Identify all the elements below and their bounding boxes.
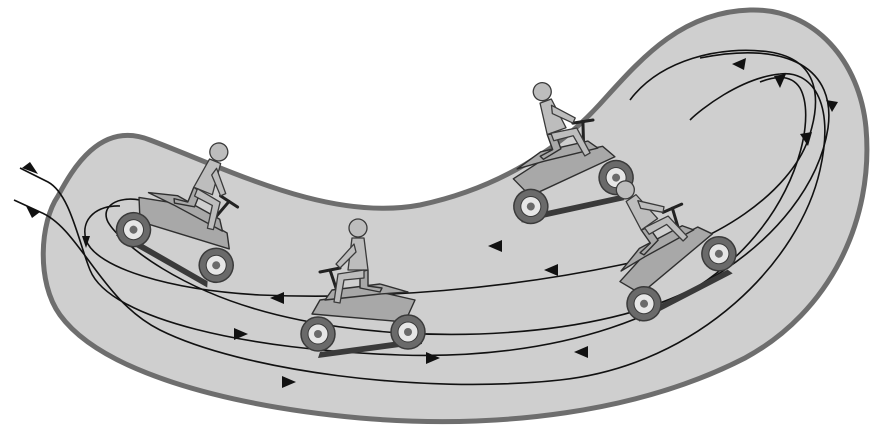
arrow-icon [574, 346, 588, 358]
arrow-icon [774, 74, 786, 88]
direction-arrows [22, 58, 838, 388]
path-loop-1 [13, 72, 826, 386]
arrow-icon [270, 292, 284, 304]
arrow-icon [544, 264, 558, 276]
arrow-icon [426, 352, 440, 364]
path-loop-2 [19, 76, 807, 357]
arrow-icon [826, 100, 838, 112]
path-loop-4 [84, 49, 817, 297]
arrow-icon [234, 328, 248, 340]
arrow-icon [26, 206, 40, 218]
arrow-icon [82, 236, 90, 248]
arrow-icon [282, 376, 296, 388]
arrow-icon [22, 162, 38, 174]
arrow-icon [488, 240, 502, 252]
mowing-area [40, 7, 870, 425]
arrow-icon [800, 132, 812, 146]
arrow-icon [732, 58, 746, 70]
